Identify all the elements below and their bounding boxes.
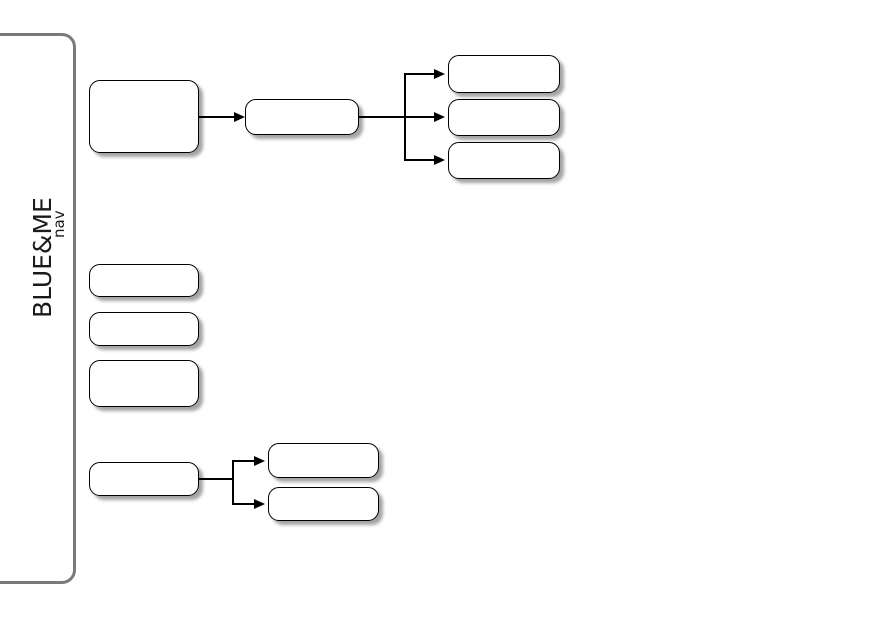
node-top-second[interactable] xyxy=(245,99,359,135)
node-bottom-leaf-1[interactable] xyxy=(268,443,379,478)
connector-bottom-branch-1 xyxy=(232,460,256,462)
connector-branch-bus-bottom xyxy=(232,460,234,504)
connector-bottom-branch-2 xyxy=(232,503,256,505)
node-middle-2[interactable] xyxy=(89,312,199,346)
node-middle-1[interactable] xyxy=(89,264,199,297)
connector-branch-3 xyxy=(404,159,436,161)
node-top-root[interactable] xyxy=(89,80,199,153)
arrowhead-branch-1 xyxy=(434,69,445,79)
arrowhead-branch-2 xyxy=(434,112,445,122)
connector-branch-2 xyxy=(404,116,436,118)
node-bottom-root[interactable] xyxy=(89,462,199,496)
arrowhead-bottom-branch-1 xyxy=(254,456,265,466)
node-bottom-leaf-2[interactable] xyxy=(268,487,379,521)
arrowhead-bottom-branch-2 xyxy=(254,499,265,509)
connector-bottom-stem xyxy=(199,478,233,480)
brand-label-nav: nav xyxy=(50,210,68,238)
node-top-leaf-3[interactable] xyxy=(448,142,560,179)
node-top-leaf-1[interactable] xyxy=(448,55,560,93)
connector-t1-t2 xyxy=(199,116,236,118)
connector-branch-1 xyxy=(404,73,436,75)
device-panel-frame xyxy=(0,33,76,584)
node-top-leaf-2[interactable] xyxy=(448,99,560,136)
arrowhead-branch-3 xyxy=(434,155,445,165)
arrowhead-t1-t2 xyxy=(234,112,245,122)
connector-t2-junction xyxy=(359,116,405,118)
node-middle-3[interactable] xyxy=(89,360,199,407)
